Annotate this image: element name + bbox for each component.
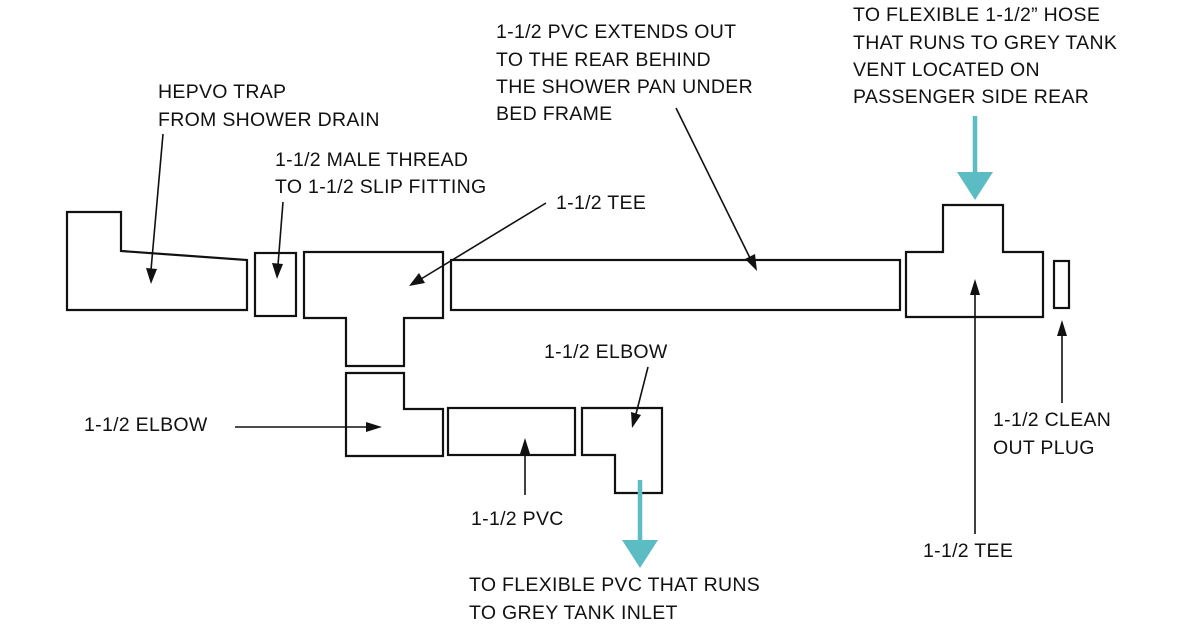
short-pvc-arrowhead xyxy=(520,438,530,454)
pvc-rear-leader xyxy=(675,107,751,259)
right-elbow-label: 1-1/2 ELBOW xyxy=(544,341,668,363)
left-elbow-part xyxy=(344,371,445,458)
right-elbow-arrowhead xyxy=(631,412,641,428)
clean-out-plug-part xyxy=(1052,259,1071,310)
left-tee-part xyxy=(302,250,445,368)
right-elbow-leader xyxy=(635,366,649,415)
left-tee-leader xyxy=(420,202,547,280)
pvc-rear-arrowhead xyxy=(745,254,757,271)
grey-inlet-label: TO FLEXIBLE PVC THAT RUNS TO GREY TANK I… xyxy=(469,574,766,624)
hose-vent-label: TO FLEXIBLE 1-1/2” HOSE THAT RUNS TO GRE… xyxy=(853,4,1123,108)
left-elbow-label: 1-1/2 ELBOW xyxy=(84,414,208,436)
left-elbow-arrowhead xyxy=(366,422,382,432)
vent-flow-arrowhead xyxy=(957,172,993,200)
clean-out-label: 1-1/2 CLEAN OUT PLUG xyxy=(993,409,1117,459)
pvc-rear-label: 1-1/2 PVC EXTENDS OUT TO THE REAR BEHIND… xyxy=(496,21,759,125)
male-thread-leader xyxy=(277,201,284,266)
left-tee-label: 1-1/2 TEE xyxy=(556,192,646,214)
short-pvc-pipe-part xyxy=(446,406,577,457)
hepvo-trap-arrowhead xyxy=(146,268,157,284)
inlet-flow-arrowhead xyxy=(622,540,658,568)
left-tee-arrowhead xyxy=(409,273,425,286)
male-thread-label: 1-1/2 MALE THREAD TO 1-1/2 SLIP FITTING xyxy=(275,149,486,198)
right-elbow-part xyxy=(580,406,664,495)
hepvo-trap-part xyxy=(65,210,249,312)
short-pvc-label: 1-1/2 PVC xyxy=(471,508,564,530)
hepvo-trap-leader xyxy=(150,133,164,271)
right-tee-label: 1-1/2 TEE xyxy=(923,540,1013,562)
male-thread-arrowhead xyxy=(272,263,283,279)
right-tee-arrowhead xyxy=(970,279,980,295)
male-thread-fitting-part xyxy=(253,251,298,318)
long-pvc-pipe-part xyxy=(449,258,902,312)
hepvo-trap-label: HEPVO TRAP FROM SHOWER DRAIN xyxy=(158,81,380,131)
right-tee-part xyxy=(904,203,1045,319)
clean-out-arrowhead xyxy=(1057,320,1067,336)
